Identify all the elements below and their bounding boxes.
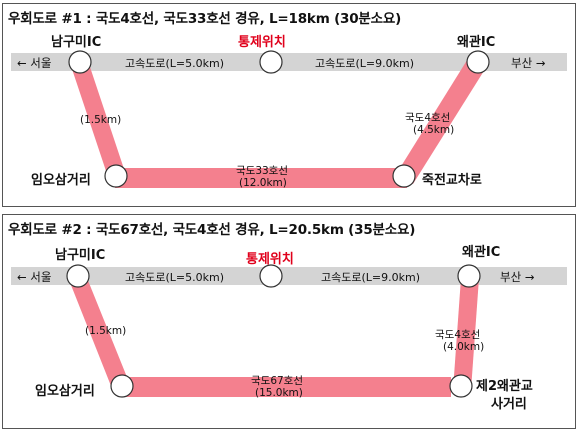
panel-title: 우회도로 #1 : 국도4호선, 국도33호선 경유, L=18km (30분소… (8, 11, 402, 27)
highway-left-label: 고속도로(L=5.0km) (125, 271, 224, 284)
bottom-road-name: 국도33호선 (236, 165, 289, 177)
highway-right-label: 고속도로(L=9.0km) (321, 271, 420, 284)
label-node-bottom-right-line1: 제2왜관교 (476, 379, 533, 394)
node-waegwan-ic (466, 50, 490, 74)
node-nangumi-ic (68, 50, 92, 74)
detour-right-name: 국도4호선 (405, 112, 451, 124)
route-diagram-1 (11, 50, 567, 188)
direction-right: 부산 → (511, 56, 546, 70)
detour-bottom-road (115, 168, 407, 188)
node-imo-junction (104, 164, 128, 188)
label-node-bottom-right: 죽전교차로 (422, 173, 482, 188)
detour-left-length: (1.5km) (85, 325, 127, 337)
highway-left-label: 고속도로(L=5.0km) (125, 57, 224, 70)
node-jukjeon-junction (392, 164, 416, 188)
detour-panel-2: 우회도로 #2 : 국도67호선, 국도4호선 경유, L=20.5km (35… (2, 214, 576, 429)
detour-right-road (395, 57, 487, 184)
detour-right-road (453, 278, 479, 390)
highway-right-label: 고속도로(L=9.0km) (315, 57, 414, 70)
node-imo-junction (110, 374, 134, 398)
direction-right: 부산 → (500, 270, 535, 284)
label-control-point: 통제위치 (238, 35, 286, 50)
detour-right-length: (4.0km) (443, 341, 485, 353)
highway-band (11, 53, 567, 71)
node-nangumi-ic (66, 264, 90, 288)
direction-left: ← 서울 (17, 56, 52, 70)
label-node-bottom-right-line2: 사거리 (491, 397, 527, 412)
label-control-point: 통제위치 (246, 252, 294, 267)
node-control-point (259, 50, 283, 74)
label-ic-right: 왜관IC (457, 35, 496, 50)
panel-title: 우회도로 #2 : 국도67호선, 국도4호선 경유, L=20.5km (35… (8, 222, 416, 238)
label-node-bottom-left: 임오삼거리 (31, 173, 91, 188)
label-ic-right: 왜관IC (462, 245, 501, 260)
detour-bottom-road (119, 377, 451, 397)
direction-left: ← 서울 (17, 270, 52, 284)
node-waegwan-ic (457, 264, 481, 288)
node-control-point (259, 264, 283, 288)
detour-left-road (71, 64, 127, 180)
detour-left-length: (1.5km) (80, 114, 122, 126)
bottom-road-length: (15.0km) (255, 387, 303, 399)
bottom-road-name: 국도67호선 (251, 375, 304, 387)
label-ic-left: 남구미IC (51, 35, 102, 50)
detour-right-name: 국도4호선 (435, 329, 481, 341)
label-ic-left: 남구미IC (55, 248, 106, 263)
bottom-road-length: (12.0km) (239, 177, 287, 189)
highway-band (11, 267, 567, 285)
route-diagram-2 (11, 264, 567, 398)
detour-left-road (69, 278, 131, 391)
detour-panel-1: 우회도로 #1 : 국도4호선, 국도33호선 경유, L=18km (30분소… (2, 3, 576, 207)
node-waegwan-bridge-junction (449, 374, 473, 398)
detour-right-length: (4.5km) (413, 124, 455, 136)
label-node-bottom-left: 임오삼거리 (35, 384, 95, 399)
